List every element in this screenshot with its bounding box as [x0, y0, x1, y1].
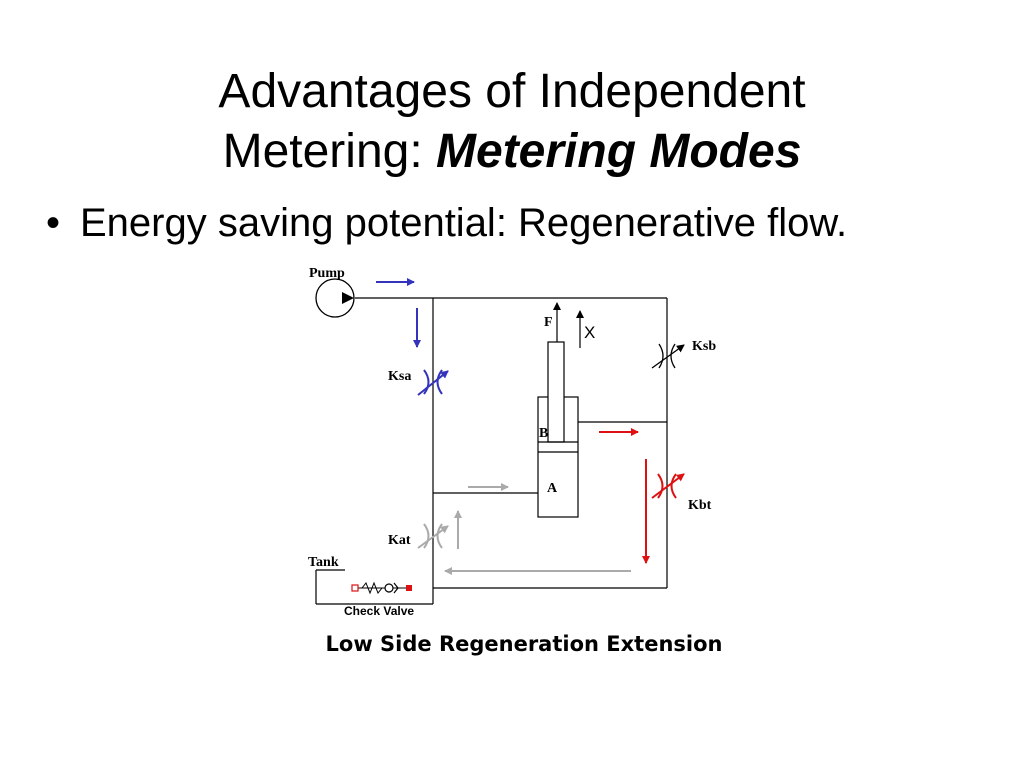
kat-valve-symbol	[417, 523, 449, 549]
check-valve-label: Check Valve	[344, 604, 414, 618]
title-line-2: Metering: Metering Modes	[0, 122, 1024, 182]
bullet-item: • Energy saving potential: Regenerative f…	[46, 197, 847, 249]
slide-title: Advantages of Independent Metering: Mete…	[0, 62, 1024, 182]
kat-label: Kat	[388, 533, 411, 548]
cylinder	[537, 341, 579, 518]
title-line-1: Advantages of Independent	[218, 65, 806, 118]
displacement-label: X	[584, 323, 595, 342]
title-emphasis: Metering Modes	[436, 125, 802, 178]
tank-label: Tank	[308, 555, 339, 570]
force-label: F	[544, 315, 553, 330]
chamber-b-label: B	[539, 426, 548, 441]
bullet-text: Energy saving potential: Regenerative fl…	[80, 201, 848, 245]
pump-label: Pump	[309, 266, 345, 281]
diagram-caption: Low Side Regeneration Extension	[325, 632, 723, 656]
check-valve-symbol	[351, 581, 412, 595]
bullet-marker: •	[46, 201, 61, 245]
title-plain-part: Metering:	[222, 125, 437, 178]
ksb-label: Ksb	[692, 339, 716, 354]
pump-symbol	[315, 278, 355, 318]
kbt-valve-symbol	[651, 473, 685, 499]
ksb-valve-symbol	[651, 343, 685, 369]
ksa-label: Ksa	[388, 369, 411, 384]
circuit-lines	[315, 297, 668, 605]
chamber-a-label: A	[547, 481, 558, 496]
ksa-valve-symbol	[417, 369, 449, 396]
kbt-label: Kbt	[688, 498, 712, 513]
